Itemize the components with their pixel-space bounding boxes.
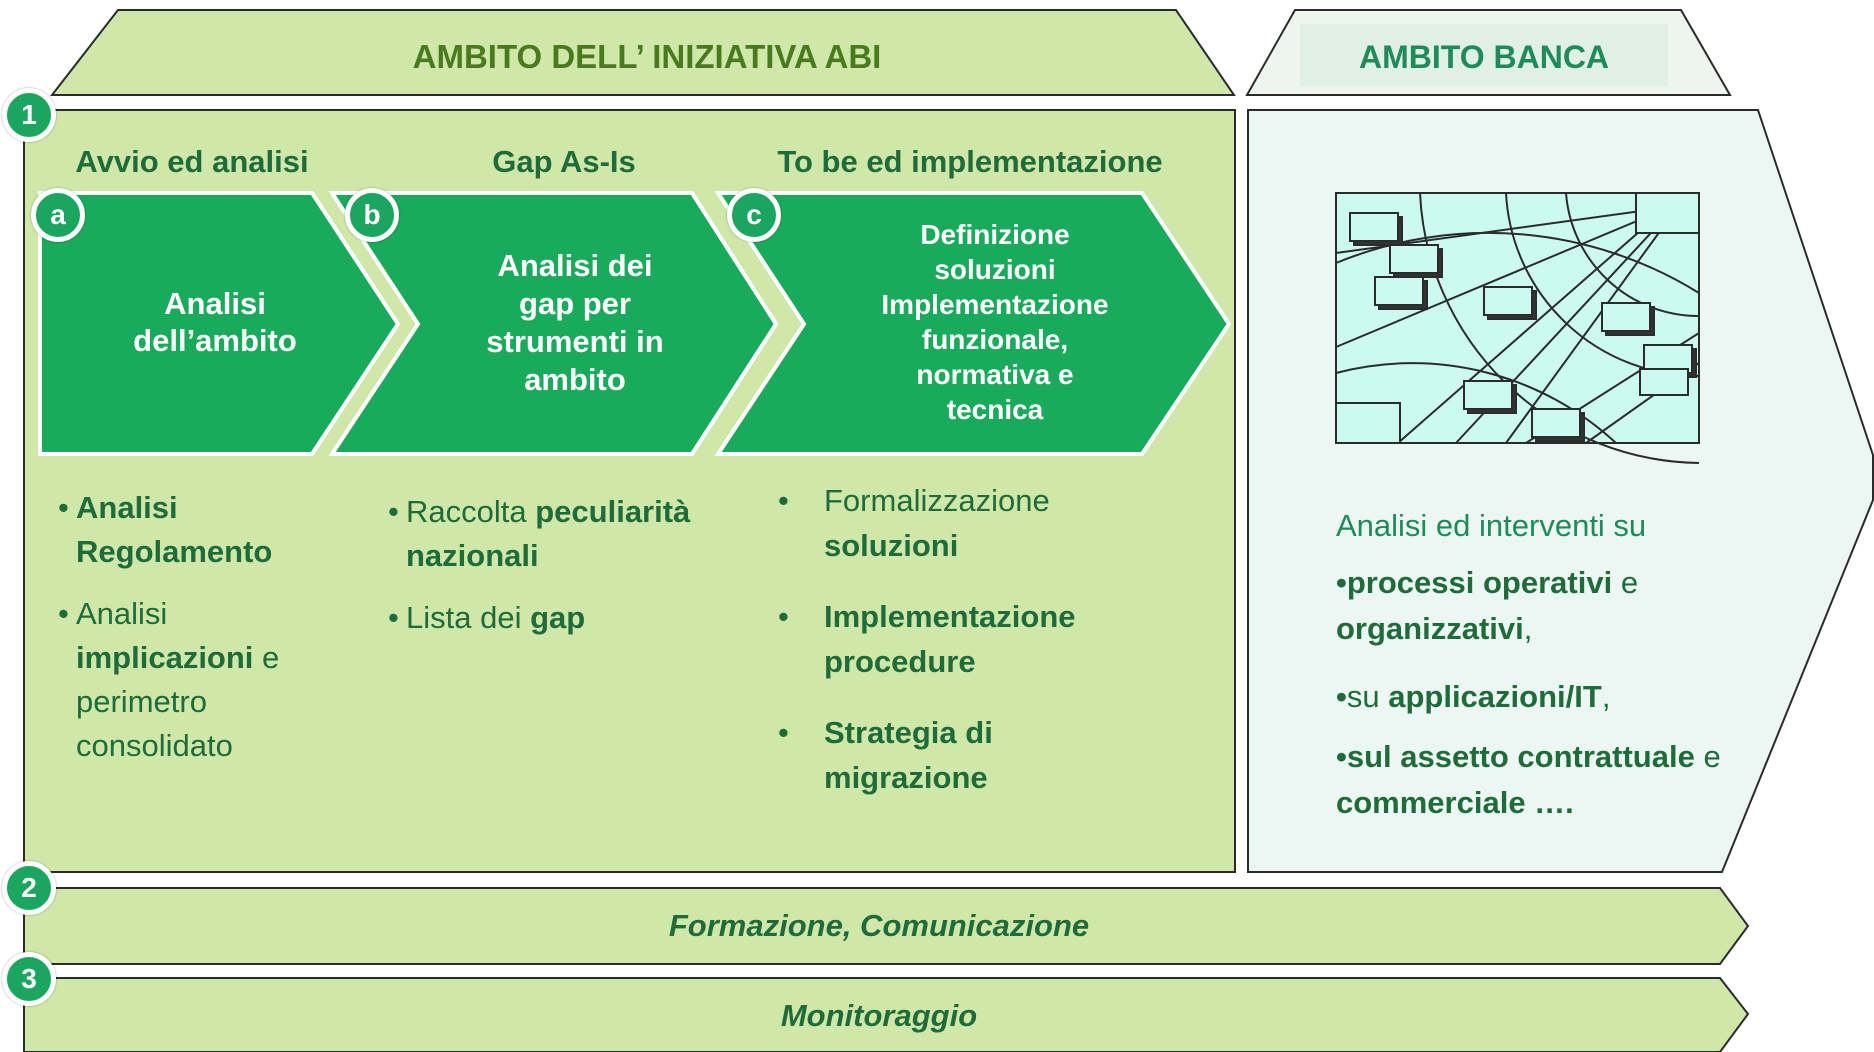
list-item: Analisi implicazioni e perimetro consoli… (58, 592, 308, 768)
chevron-c-shape (714, 191, 1232, 456)
abi-header-shape (49, 9, 1236, 96)
step-badge-1: 1 (2, 88, 56, 142)
list-item: Strategia di migrazione (776, 710, 1136, 800)
phase-b-bullets: Raccolta peculiarità nazionali Lista dei… (388, 490, 728, 658)
step-badge-3: 3 (2, 952, 56, 1006)
chevron-a-shape (38, 191, 401, 456)
chevron-b-text: Analisi dei gap per strumenti in ambito (486, 248, 664, 397)
phase-a-title: Avvio ed analisi (75, 144, 309, 179)
list-item: Raccolta peculiarità nazionali (388, 490, 728, 578)
chevron-c-text: Definizione soluzioni Implementazione fu… (881, 219, 1109, 425)
banca-header-title: AMBITO BANCA (1358, 39, 1610, 75)
phase-c-title: To be ed implementazione (777, 144, 1163, 179)
list-item: Analisi Regolamento (58, 486, 308, 574)
monitoring-banner-shape (23, 977, 1750, 1052)
chevron-a-text: Analisi dell’ambito (133, 286, 297, 358)
abi-header-title: AMBITO DELL’ INIZIATIVA ABI (412, 38, 882, 75)
banca-item-1: •processi operativi e organizzativi, (1336, 565, 1639, 646)
formation-banner-text: Formazione, Comunicazione (668, 908, 1090, 943)
phase-c-bullets: Formalizzazione soluzioni Implementazion… (776, 478, 1136, 826)
phase-b-title: Gap As-Is (492, 144, 636, 179)
phase-a-badge: a (31, 188, 85, 242)
banca-item-2: •su applicazioni/IT, (1336, 679, 1611, 714)
list-item: Lista dei gap (388, 596, 728, 640)
phase-b-badge: b (345, 188, 399, 242)
formation-banner-shape (23, 887, 1750, 965)
step-badge-2: 2 (2, 861, 56, 915)
phase-a-bullets: Analisi Regolamento Analisi implicazioni… (58, 486, 308, 786)
banca-header-inner (1300, 24, 1668, 86)
banca-intro-text: Analisi ed interventi su (1336, 498, 1766, 554)
banca-item-3: •sul assetto contrattuale e commerciale … (1336, 739, 1721, 820)
network-illustration (1335, 192, 1700, 464)
banca-intro: Analisi ed interventi su (1336, 508, 1647, 543)
chevron-b-shape (328, 191, 779, 456)
list-item: Implementazione procedure (776, 594, 1136, 684)
monitoring-banner-text: Monitoraggio (780, 998, 978, 1033)
list-item: Formalizzazione soluzioni (776, 478, 1136, 568)
phase-c-badge: c (727, 188, 781, 242)
